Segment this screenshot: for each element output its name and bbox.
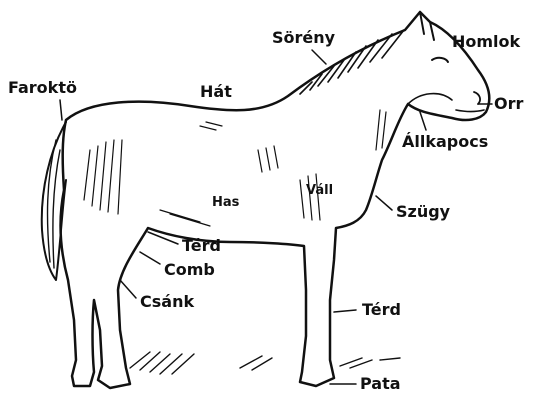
label-pata: Pata [360, 376, 401, 392]
label-terd-hind: Térd [182, 238, 221, 254]
label-sereny: Sörény [272, 30, 335, 46]
label-szugy: Szügy [396, 204, 450, 220]
label-has: Has [212, 196, 239, 209]
label-vall: Váll [306, 184, 333, 197]
label-orr: Orr [494, 96, 523, 112]
label-comb: Comb [164, 262, 215, 278]
horse-body-outline [61, 12, 490, 388]
label-csank: Csánk [140, 294, 194, 310]
horse-eye [432, 58, 448, 62]
label-hat: Hát [200, 84, 232, 100]
label-faroktö: Faroktö [8, 80, 77, 96]
ground-hatching [130, 352, 400, 374]
label-terd-fore: Térd [362, 302, 401, 318]
label-allkapocs: Állkapocs [402, 134, 488, 150]
label-homlok: Homlok [452, 34, 520, 50]
